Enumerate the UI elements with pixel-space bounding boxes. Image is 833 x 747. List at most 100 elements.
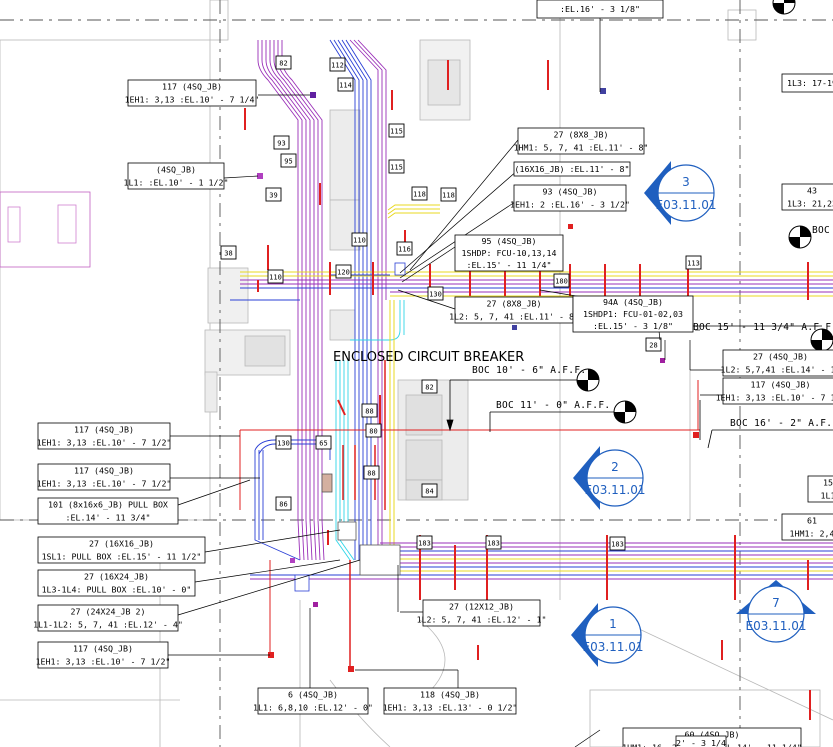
box-number: 120 [337,269,350,277]
junction-dots [257,88,699,672]
annotation-line: :EL.15' - 11 1/4" [467,260,552,270]
annotation-tag: 95 (4SQ_JB)1SHDP: FCU-10,13,14:EL.15' - … [454,234,564,272]
box-number: 112 [331,62,344,70]
annotation-line: 1L1 [821,491,833,501]
annotation-tag: (4SQ_JB)1L1: :EL.10' - 1 1/2" [124,162,228,190]
annotation-tag: 27 (16X24_JB)1L3-1L4: PULL BOX :EL.10' -… [37,569,196,597]
box-number: 65 [319,440,327,448]
numbered-box: 183 [485,535,502,550]
box-number: 82 [279,60,287,68]
enclosed-breaker-label: ENCLOSED CIRCUIT BREAKER [333,350,524,365]
annotation-line: 1L3-1L4: PULL BOX :EL.10' - 0" [42,585,192,595]
numbered-box: 130 [275,435,292,450]
box-number: 183 [418,540,431,548]
box-number: 118 [442,192,455,200]
annotation-line: 1L2: 5,7,41 :EL.14' - 10 [721,365,833,375]
box-number: 118 [413,191,426,199]
annotation-line: 118 (4SQ_JB) [420,690,480,700]
annotation-line: 1HM1: 5, 7, 41 :EL.11' - 8" [514,143,649,153]
annotation-tag: 94A (4SQ_JB)1SHDP1: FCU-01-02,03:EL.15' … [572,295,694,333]
annotation-line: 1SL1: PULL BOX :EL.15' - 11 1/2" [42,552,202,562]
numbered-box: 88 [361,403,378,418]
numbered-box: 39 [265,187,282,202]
annotation-line: (16X16_JB) :EL.11' - 8" [515,164,630,174]
annotation-line: 94A (4SQ_JB) [603,297,663,307]
section-sheet: E03.11.01 [655,198,716,212]
annotation-line: 43 [807,186,817,196]
annotation-tag: 27 (24X24_JB 2)1L1-1L2: 5, 7, 41 :EL.12'… [33,604,183,632]
numbered-boxes: 82 112 114 93 95 115 115 39 118 118 110 116 120 130 18… [220,55,702,551]
annotation-tag: 101 (8x16x6_JB) PULL BOX:EL.14' - 11 3/4… [37,497,179,525]
annotation-tag: 151L1 [807,475,833,503]
annotation-tag: 118 (4SQ_JB) 1EH1: 3,13 :EL.13' - 0 1/2" [383,687,518,715]
box-number: 86 [279,501,287,509]
annotation-tag: :EL.16' - 3 1/8" [536,0,664,19]
annotation-tag: 117 (4SQ_JB)1EH1: 3,13 :EL.10' - 7 1/2 [716,377,833,405]
box-number: 115 [390,164,403,172]
boc-label-1: BOC 10' - 6" A.F.F. [472,365,586,376]
annotation-line: 1L2: 5, 7, 41 :EL.11' - 8" [449,312,579,322]
box-number: 116 [398,246,411,254]
annotation-tags: 117 (4SQ_JB)1EH1: 3,13 :EL.10' - 7 1/4"(… [33,0,833,747]
numbered-box: 38 [220,245,237,260]
annotation-line: 117 (4SQ_JB) [162,82,222,92]
boc-label-3: BOC 15' - 11 3/4" A.F.F. [693,322,833,333]
annotation-line: 61 [807,516,817,526]
pull-boxes [294,262,406,592]
numbered-box: 130 [427,286,444,301]
box-number: 180 [555,278,568,286]
box-number: 113 [687,260,700,268]
section-sheet: E03.11.01 [582,640,643,654]
annotation-tag: 117 (4SQ_JB)1EH1: 3,13 :EL.10' - 7 1/2" [37,463,171,491]
annotation-tag: 27 (4SQ_JB)1L2: 5,7,41 :EL.14' - 10 [721,349,833,377]
box-number: 82 [425,384,433,392]
boc-label-2: BOC 11' - 0" A.F.F. [496,400,610,411]
annotation-line: 93 (4SQ_JB) [543,187,598,197]
numbered-box: 84 [421,483,438,498]
box-number: 93 [277,140,285,148]
numbered-box: 183 [416,535,433,550]
annotation-line: 1EH1: 3,13 :EL.13' - 0 1/2" [383,703,518,713]
annotation-line: 1L1: 6,8,10 :EL.12' - 0" [253,703,373,713]
annotation-tag: 117 (4SQ_JB) 1EH1: 3,13 :EL.10' - 7 1/2" [36,641,171,669]
annotation-tag: 27 (12X12_JB) 1L2: 5, 7, 41 :EL.12' - 1" [417,599,547,627]
box-number: 38 [224,250,232,258]
annotation-line: :EL.16' - 3 1/8" [560,4,640,14]
numbered-box: 86 [275,496,292,511]
annotation-line: 1EH1: 3,13 :EL.10' - 7 1/2" [36,657,171,667]
box-number: 110 [353,237,366,245]
target-icon [576,368,600,392]
numbered-box: 180 [553,273,570,288]
annotation-line: 117 (4SQ_JB) [751,380,811,390]
annotation-line: :EL.15' - 3 1/8" [593,321,673,331]
annotation-tag: 2' - 3 1/4 [675,735,727,747]
box-number: 183 [611,541,624,549]
annotation-line: 27 (12X12_JB) [449,602,514,612]
annotation-line: 1SHDP: FCU-10,13,14 [462,248,557,258]
annotation-line: 1L2: 5, 7, 41 :EL.12' - 1" [417,615,547,625]
annotation-tag: 1L3: 17-19 [781,73,833,93]
box-number: 115 [390,128,403,136]
numbered-box: 95 [280,153,297,168]
elevation-target-symbols [576,0,833,424]
box-number: 130 [277,440,290,448]
annotation-line: 117 (4SQ_JB) [73,644,133,654]
annotation-line: (4SQ_JB) [156,165,196,175]
section-number: 7 [772,596,780,610]
numbered-box: 118 [411,186,428,201]
numbered-box: 115 [388,159,405,174]
annotation-tag: 27 (8X8_JB)1HM1: 5, 7, 41 :EL.11' - 8" [514,127,649,155]
box-number: 80 [369,428,377,436]
box-number: 114 [339,82,352,90]
annotation-line: 117 (4SQ_JB) [74,466,134,476]
box-number: 130 [429,291,442,299]
section-number: 1 [609,617,617,631]
annotation-line: 1HM1: 2,4 [790,529,833,539]
